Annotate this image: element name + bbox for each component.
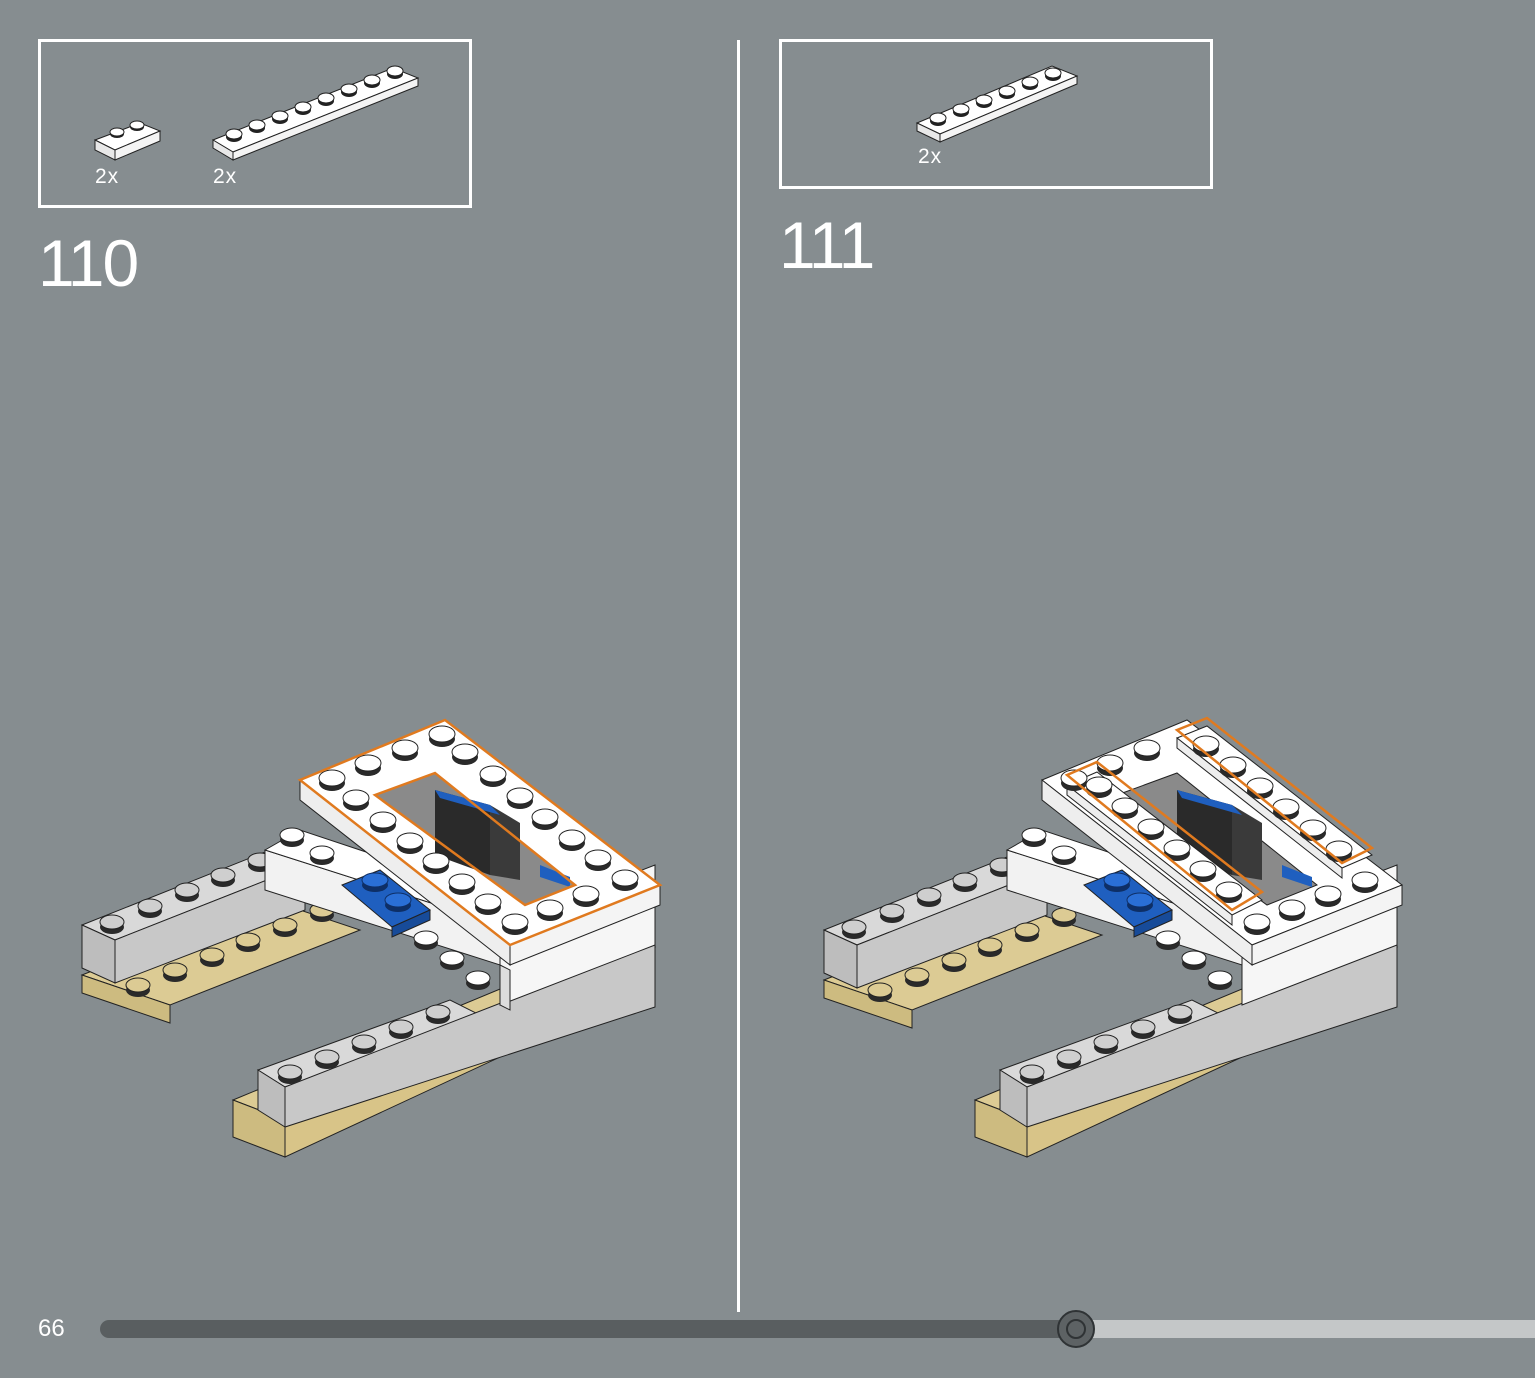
step-110-part-2-qty: 2x [213, 165, 238, 188]
step-111-part-1-qty: 2x [918, 145, 943, 168]
step-110-part-1-qty: 2x [95, 165, 120, 188]
step-divider [737, 40, 740, 1312]
progress-slider-thumb[interactable] [1056, 1310, 1095, 1348]
page-number: 66 [38, 1315, 65, 1342]
part-plate-1x2-icon [93, 120, 162, 161]
step-110-number: 110 [38, 226, 139, 300]
part-plate-1x6-icon [915, 65, 1079, 143]
progress-track-played [100, 1320, 1076, 1338]
step-110-parts-box [38, 39, 472, 208]
progress-track-remaining [1071, 1320, 1535, 1338]
step-111-parts-box [779, 39, 1213, 189]
step-111-number: 111 [779, 208, 875, 282]
part-plate-1x8-icon [211, 65, 420, 161]
step-111-model-illustration [822, 716, 1404, 1158]
step-110-model-illustration [80, 718, 663, 1158]
